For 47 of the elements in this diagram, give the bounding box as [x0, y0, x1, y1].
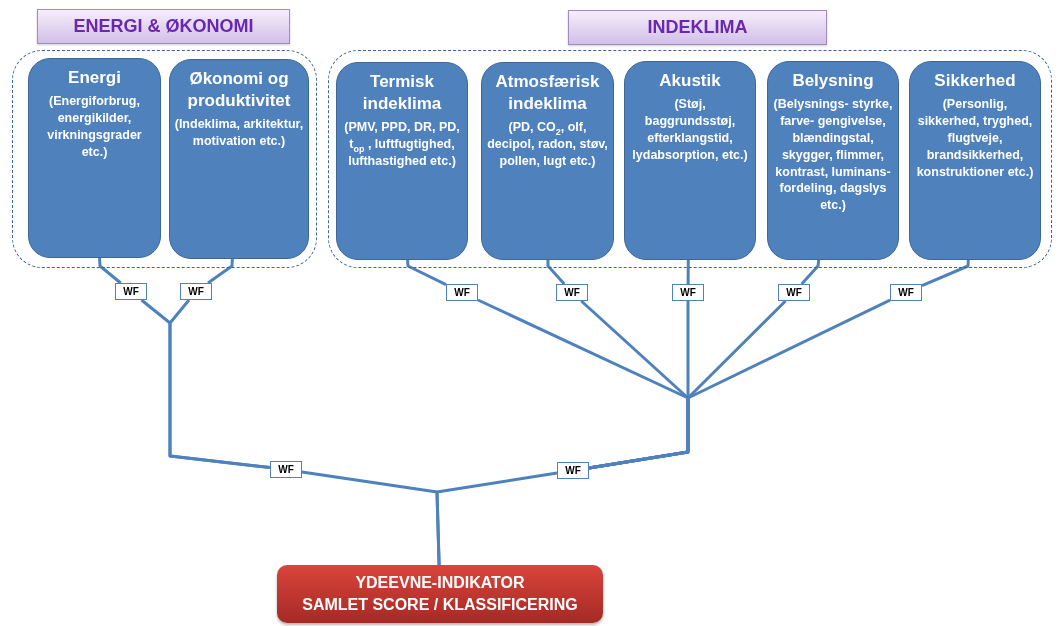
box-description: (Energiforbrug, energikilder, virkningsgrader etc.): [46, 93, 143, 161]
weight-factor-box: WF: [556, 284, 588, 301]
dashed-group-frame: [12, 50, 317, 268]
connector-line: [435, 471, 558, 566]
category-box: [336, 62, 468, 260]
weight-factor-box: WF: [270, 461, 302, 478]
box-title: Atmosfærisk indeklima: [494, 71, 601, 116]
weight-factor-box: WF: [778, 284, 810, 301]
box-title: Belysning: [792, 70, 874, 92]
box-description: (PMV, PPD, DR, PD, t$_{op}$ , luftfugtighed, lufthastighed etc.): [343, 119, 461, 170]
result-title: YDEEVNE-INDIKATOR: [355, 572, 525, 593]
box-description: (Støj, baggrundsstøj, efterklangstid, lydabsorption, etc.): [631, 96, 749, 164]
category-box: [909, 61, 1041, 260]
group-heading: ENERGI & ØKONOMI: [37, 9, 290, 44]
weight-factor-box: WF: [672, 284, 704, 301]
weight-factor-box: WF: [557, 462, 589, 479]
weight-factor-box: WF: [446, 284, 478, 301]
result-subtitle: SAMLET SCORE / KLASSIFICERING: [302, 595, 578, 615]
connector-line: [800, 258, 821, 285]
connector-line: [207, 257, 234, 285]
box-description: (PD, CO$_{2}$, olf, decipol, radon, støv, pollen, lugt etc.): [486, 119, 609, 170]
dashed-group-frame: [328, 50, 1052, 268]
category-box: [28, 58, 161, 258]
connector-line: [168, 299, 271, 470]
box-title: Økonomi og produktivitet: [186, 68, 292, 113]
weight-factor-box: WF: [115, 283, 147, 300]
connector-line: [588, 298, 891, 470]
box-title: Energi: [68, 67, 121, 89]
box-title: Sikkerhed: [934, 70, 1016, 92]
box-title: Akustik: [659, 70, 721, 92]
connector-line: [921, 258, 970, 288]
box-description: (Belysnings- styrke, farve- gengivelse, blændingstal, skygger, flimmer, kontrast, luminans- fordeling, dagslys etc.): [772, 96, 894, 215]
connector-line: [686, 259, 690, 284]
box-description: (Personlig, sikkerhed, tryghed, flugtveje, brandsikkerhed, konstruktioner etc.): [915, 96, 1035, 181]
category-box: [624, 61, 756, 260]
weight-factor-box: WF: [890, 284, 922, 301]
group-heading: INDEKLIMA: [568, 10, 827, 45]
category-box: [169, 59, 309, 259]
box-title: Termisk indeklima: [361, 71, 443, 116]
connector-line: [546, 258, 566, 285]
connector-line: [406, 258, 447, 286]
connector-line: [98, 256, 122, 285]
result-box: [277, 565, 603, 623]
weight-factor-box: WF: [180, 283, 212, 300]
category-box: [767, 61, 899, 260]
box-description: (Indeklima, arkitektur, motivation etc.): [174, 116, 304, 150]
category-box: [481, 62, 614, 260]
